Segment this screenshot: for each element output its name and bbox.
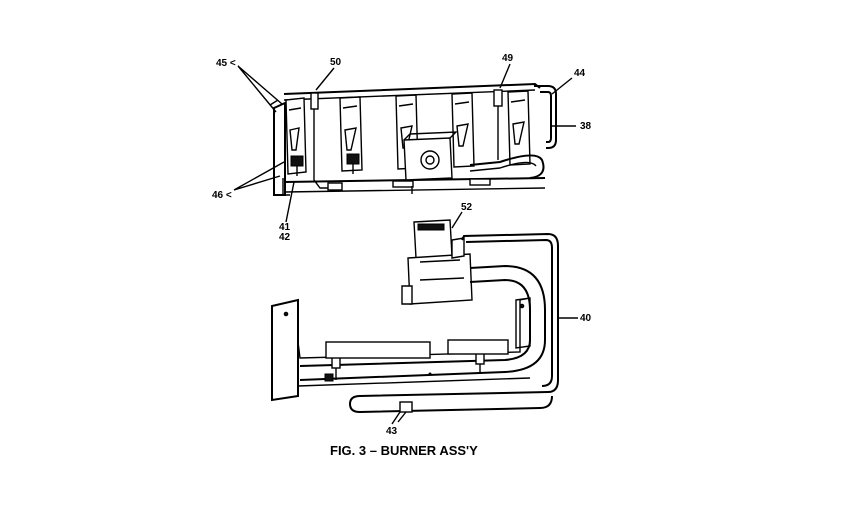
label-38: 38 xyxy=(580,121,592,132)
rollout-switch-49 xyxy=(493,89,503,160)
fitting-43 xyxy=(397,401,413,423)
gas-valve-52 xyxy=(401,219,473,305)
label-52: 52 xyxy=(461,202,473,213)
label-49: 49 xyxy=(502,53,514,64)
upper-burner-assembly xyxy=(269,82,557,196)
manifold-box xyxy=(403,131,458,181)
label-50: 50 xyxy=(330,57,342,68)
leader-lines xyxy=(233,63,578,425)
figure-caption: FIG. 3 – BURNER ASS'Y xyxy=(330,443,478,458)
mounting-bracket xyxy=(271,297,531,402)
label-45: 45 < xyxy=(216,58,236,69)
label-41: 41 xyxy=(279,222,291,233)
label-44: 44 xyxy=(574,68,586,79)
label-46: 46 < xyxy=(212,190,232,201)
label-42: 42 xyxy=(279,232,291,243)
burner-tubes xyxy=(285,90,531,175)
label-43: 43 xyxy=(386,426,398,437)
flame-sensor-50 xyxy=(310,92,343,191)
label-40: 40 xyxy=(580,313,592,324)
crossover-pipe-44 xyxy=(469,85,557,179)
